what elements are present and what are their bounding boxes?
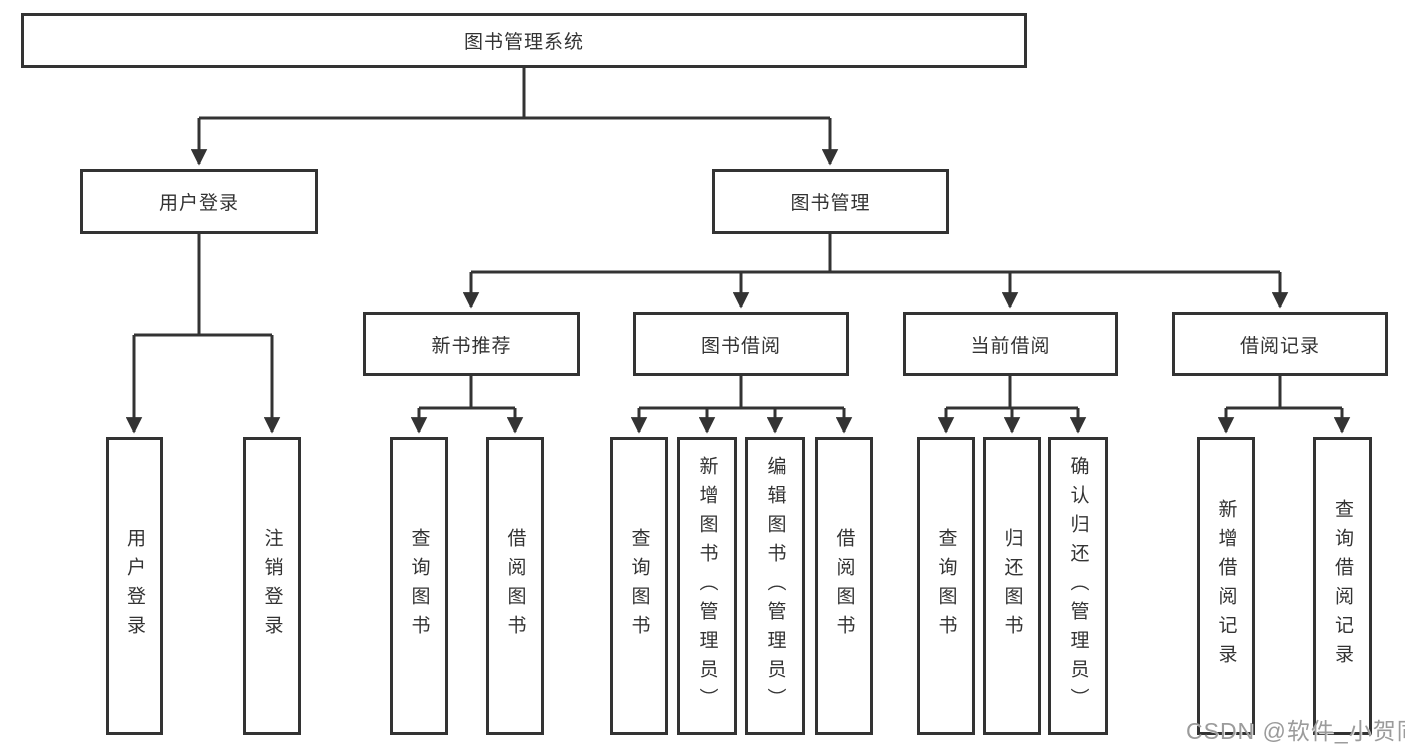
leaf-newbook-borrow-book-label: 借阅图书 (504, 528, 526, 644)
leaf-records-add-record-label: 新增借阅记录 (1215, 499, 1237, 673)
leaf-newbook-query-book-label: 查询图书 (408, 528, 430, 644)
leaf-borrow-edit-book-admin: 编辑图书（管理员） (745, 437, 805, 735)
leaf-borrow-add-book-admin-label: 新增图书（管理员） (696, 455, 718, 717)
leaf-borrow-add-book-admin: 新增图书（管理员） (677, 437, 737, 735)
leaf-records-query-record: 查询借阅记录 (1313, 437, 1372, 735)
node-borrow-records-label: 借阅记录 (1239, 335, 1320, 357)
leaf-newbook-borrow-book: 借阅图书 (486, 437, 544, 735)
leaf-login-user-login: 用户登录 (106, 437, 163, 735)
leaf-current-return-book-label: 归还图书 (1001, 528, 1023, 644)
leaf-current-confirm-return-admin-label: 确认归还（管理员） (1067, 455, 1089, 717)
node-root-system: 图书管理系统 (21, 13, 1027, 68)
leaf-login-logout: 注销登录 (243, 437, 301, 735)
node-borrow-records: 借阅记录 (1172, 312, 1388, 376)
node-user-login-label: 用户登录 (158, 193, 239, 214)
node-current-borrow: 当前借阅 (903, 312, 1118, 376)
node-new-book-recommend: 新书推荐 (363, 312, 580, 376)
leaf-current-query-book: 查询图书 (917, 437, 975, 735)
leaf-borrow-borrow-book: 借阅图书 (815, 437, 873, 735)
leaf-newbook-query-book: 查询图书 (390, 437, 448, 735)
node-book-management: 图书管理 (712, 169, 949, 234)
node-book-management-label: 图书管理 (790, 193, 871, 214)
leaf-current-query-book-label: 查询图书 (935, 528, 957, 644)
node-current-borrow-label: 当前借阅 (970, 335, 1051, 357)
node-user-login: 用户登录 (80, 169, 318, 234)
leaf-borrow-query-book-label: 查询图书 (628, 528, 650, 644)
leaf-borrow-borrow-book-label: 借阅图书 (833, 528, 855, 644)
leaf-records-add-record: 新增借阅记录 (1197, 437, 1255, 735)
leaf-login-user-login-label: 用户登录 (124, 528, 145, 644)
node-new-book-recommend-label: 新书推荐 (431, 335, 512, 357)
leaf-borrow-query-book: 查询图书 (610, 437, 668, 735)
csdn-watermark: CSDN @软件_小贺同学 (1186, 718, 1405, 744)
node-book-borrow: 图书借阅 (633, 312, 849, 376)
node-book-borrow-label: 图书借阅 (700, 335, 781, 357)
node-root-label: 图书管理系统 (463, 32, 584, 53)
leaf-records-query-record-label: 查询借阅记录 (1332, 499, 1353, 673)
leaf-current-confirm-return-admin: 确认归还（管理员） (1048, 437, 1108, 735)
leaf-current-return-book: 归还图书 (983, 437, 1041, 735)
leaf-borrow-edit-book-admin-label: 编辑图书（管理员） (764, 455, 786, 717)
leaf-login-logout-label: 注销登录 (261, 528, 283, 644)
